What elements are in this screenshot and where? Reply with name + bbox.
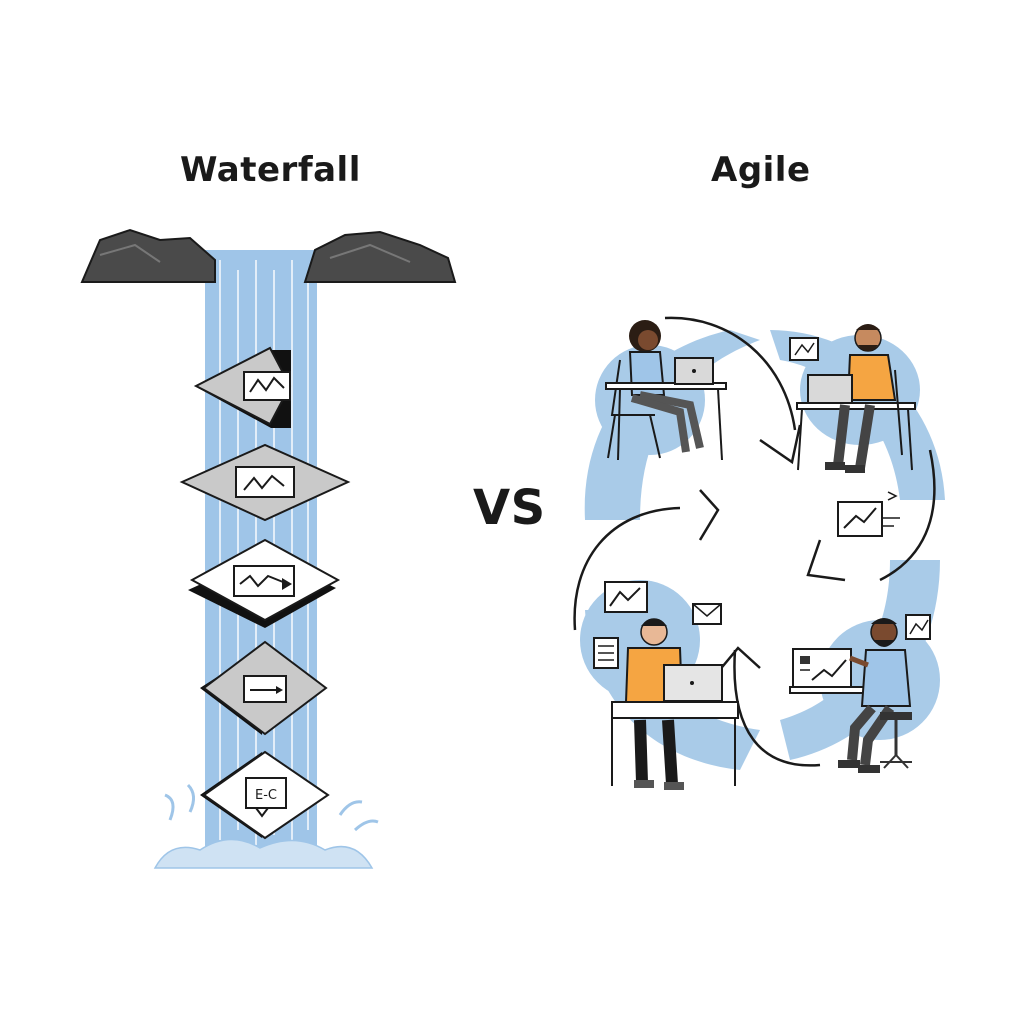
versus-label: VS <box>473 480 546 536</box>
monitor-icon <box>792 648 852 688</box>
waterfall-step-4 <box>200 640 328 736</box>
person-bottom-right <box>789 614 931 773</box>
agile-illustration <box>573 316 945 790</box>
cycle-arrows <box>573 316 936 767</box>
waterfall-illustration: E-C <box>80 228 457 869</box>
person-top-left <box>605 320 727 461</box>
splash <box>153 783 379 869</box>
waterfall-step-5: E-C <box>200 750 330 840</box>
waterfall-step-2 <box>179 443 351 522</box>
trend-arrow-icon <box>239 574 289 588</box>
mail-icon <box>692 603 722 625</box>
agile-title: Agile <box>711 150 811 190</box>
waterfall-step-3 <box>188 538 341 628</box>
waterfall-title: Waterfall <box>180 150 361 190</box>
step-5-label: E-C <box>255 788 277 803</box>
desk <box>605 382 727 390</box>
desk <box>796 402 916 410</box>
chart-icon <box>249 376 285 393</box>
desk <box>611 701 739 719</box>
person-top-right <box>789 324 916 473</box>
left-rock <box>80 228 216 283</box>
right-rock <box>303 230 457 283</box>
chart-icon <box>243 474 285 491</box>
chart-bubble-icon <box>789 337 819 361</box>
laptop-icon <box>807 374 853 404</box>
growth-chart-icon <box>837 491 900 537</box>
person-bottom-left <box>593 581 739 790</box>
waterfall-step-1 <box>193 346 292 428</box>
chair-seat <box>880 712 912 720</box>
